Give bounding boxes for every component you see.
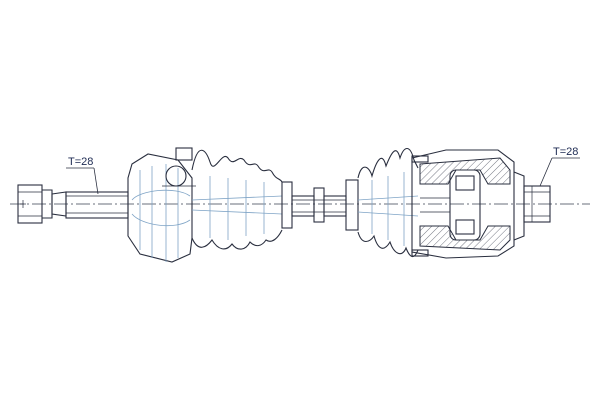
right-spline-label: T=28 [553, 146, 578, 158]
left-spline-label: T=28 [68, 156, 93, 168]
right-spline-callout: T=28 [539, 146, 580, 187]
right-cv-joint [411, 149, 525, 259]
left-boot [191, 149, 293, 250]
right-boot [345, 147, 419, 258]
left-spline-callout: T=28 [66, 156, 99, 195]
right-spline-shaft [523, 185, 551, 223]
left-cv-joint [127, 147, 196, 263]
main-shaft [291, 187, 347, 223]
